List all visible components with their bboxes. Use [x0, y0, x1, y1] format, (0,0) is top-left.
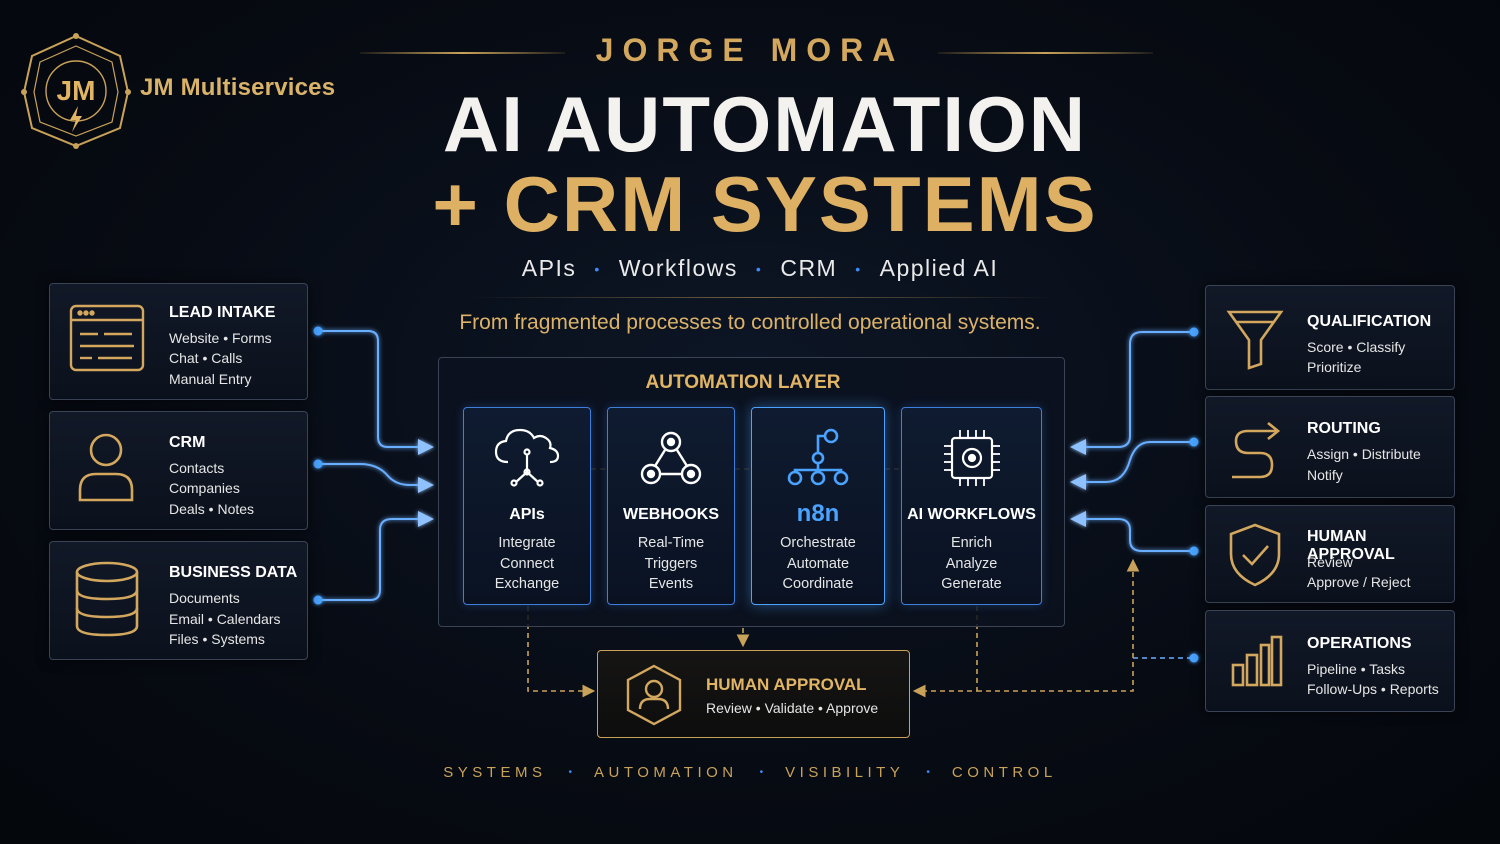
footer-visibility: VISIBILITY [785, 764, 905, 781]
module-apis: APIs Integrate Connect Exchange [463, 407, 591, 605]
webhook-icon [608, 426, 734, 488]
shield-check-icon [1228, 522, 1282, 593]
module-line: Integrate Connect Exchange [494, 535, 560, 592]
module-line: Enrich Analyze Generate [941, 535, 1002, 592]
card-title: ROUTING [1307, 420, 1381, 437]
wire-human-approval [1070, 511, 1194, 552]
footer-automation: AUTOMATION [594, 764, 738, 781]
card-line: Review [1307, 554, 1353, 570]
module-line: Real-Time Triggers Events [637, 535, 705, 592]
human-approval-title: HUMAN APPROVAL [706, 675, 867, 694]
card-title: LEAD INTAKE [169, 304, 276, 321]
keyword-crm: CRM [780, 255, 838, 281]
tagline: From fragmented processes to controlled … [459, 311, 1041, 334]
card-qualification: QUALIFICATION Score • Classify Prioritiz… [1205, 285, 1455, 390]
card-title: CRM [169, 434, 206, 451]
footer-values: SYSTEMS • AUTOMATION • VISIBILITY • CONT… [430, 764, 1070, 781]
card-business-data: BUSINESS DATA Documents Email • Calendar… [49, 541, 308, 660]
module-title: AI WORKFLOWS [907, 506, 1036, 523]
card-title: OPERATIONS [1307, 635, 1412, 652]
card-title: HUMAN APPROVAL [1307, 528, 1395, 563]
module-title: APIs [509, 506, 545, 523]
user-hexagon-icon [624, 663, 684, 732]
module-n8n: n8n Orchestrate Automate Coordinate [751, 407, 885, 605]
card-line: Manual Entry [169, 371, 252, 387]
card-line: Notify [1307, 467, 1343, 483]
card-routing: ROUTING Assign • Distribute Notify [1205, 396, 1455, 498]
brand-logo: JM [20, 32, 132, 150]
module-title: n8n [796, 500, 840, 527]
card-line: Approve / Reject [1307, 574, 1411, 590]
cloud-network-icon [464, 426, 590, 488]
author-name: JORGE MORA [595, 32, 905, 68]
footer-separator: • [759, 767, 764, 778]
card-line: Deals • Notes [169, 501, 255, 517]
automation-layer-title: AUTOMATION LAYER [645, 372, 841, 393]
card-line: Contacts [169, 460, 225, 476]
footer-control: CONTROL [951, 764, 1057, 781]
page-title-line2: + CRM SYSTEMS [432, 160, 1098, 248]
footer-systems: SYSTEMS [443, 764, 547, 781]
card-lead-intake: LEAD INTAKE Website • Forms Chat • Calls… [49, 283, 308, 400]
keyword-separator: • [755, 260, 763, 277]
header-rule-right [938, 52, 1153, 54]
keyword-separator: • [855, 260, 862, 277]
browser-form-icon [68, 302, 146, 379]
card-line: Score • Classify [1307, 339, 1406, 355]
module-ai-workflows: AI WORKFLOWS Enrich Analyze Generate [901, 407, 1042, 605]
database-icon [72, 560, 142, 643]
wire-business-data [318, 511, 434, 601]
card-crm: CRM Contacts Companies Deals • Notes [49, 411, 308, 530]
card-line: Website • Forms [169, 330, 272, 346]
keyword-row: APIs • Workflows • CRM • Applied AI [430, 255, 1090, 282]
route-arrow-icon [1226, 417, 1284, 486]
module-line: Orchestrate Automate Coordinate [780, 535, 856, 592]
workflow-tree-icon [752, 426, 884, 488]
card-title: QUALIFICATION [1307, 313, 1432, 330]
wire-crm [318, 463, 434, 493]
header-divider [470, 297, 1055, 298]
card-line: Pipeline • Tasks [1307, 661, 1406, 677]
user-icon [74, 430, 138, 509]
card-line: Prioritize [1307, 359, 1362, 375]
card-human-approval: HUMAN APPROVAL Review Approve / Reject [1205, 505, 1455, 603]
brand-name: JM Multiservices [140, 74, 336, 101]
ai-chip-icon [902, 426, 1041, 490]
card-line: Chat • Calls [169, 350, 243, 366]
funnel-icon [1226, 308, 1284, 375]
card-line: Companies [169, 480, 240, 496]
bar-chart-icon [1230, 633, 1284, 694]
wire-lead-intake [318, 330, 434, 455]
card-line: Email • Calendars [169, 611, 281, 627]
module-webhooks: WEBHOOKS Real-Time Triggers Events [607, 407, 735, 605]
card-line: Documents [169, 590, 240, 606]
footer-separator: • [568, 767, 572, 778]
human-approval-subtitle: Review • Validate • Approve [706, 700, 879, 716]
card-line: Assign • Distribute [1307, 446, 1421, 462]
header-rule-left [360, 52, 565, 54]
page-title-line1: AI AUTOMATION [442, 80, 1088, 168]
card-title: BUSINESS DATA [169, 564, 298, 581]
human-approval-box: HUMAN APPROVAL Review • Validate • Appro… [597, 650, 910, 738]
svg-text:JM: JM [57, 75, 96, 106]
keyword-workflows: Workflows [618, 255, 738, 281]
wire-routing [1070, 441, 1194, 490]
wire-qualification [1070, 331, 1194, 455]
keyword-separator: • [594, 260, 601, 277]
card-operations: OPERATIONS Pipeline • Tasks Follow-Ups •… [1205, 610, 1455, 712]
keyword-applied-ai: Applied AI [879, 255, 999, 281]
card-line: Files • Systems [169, 631, 265, 647]
card-line: Follow-Ups • Reports [1307, 681, 1439, 697]
keyword-apis: APIs [521, 255, 577, 281]
module-title: WEBHOOKS [623, 506, 719, 523]
footer-separator: • [926, 767, 930, 778]
